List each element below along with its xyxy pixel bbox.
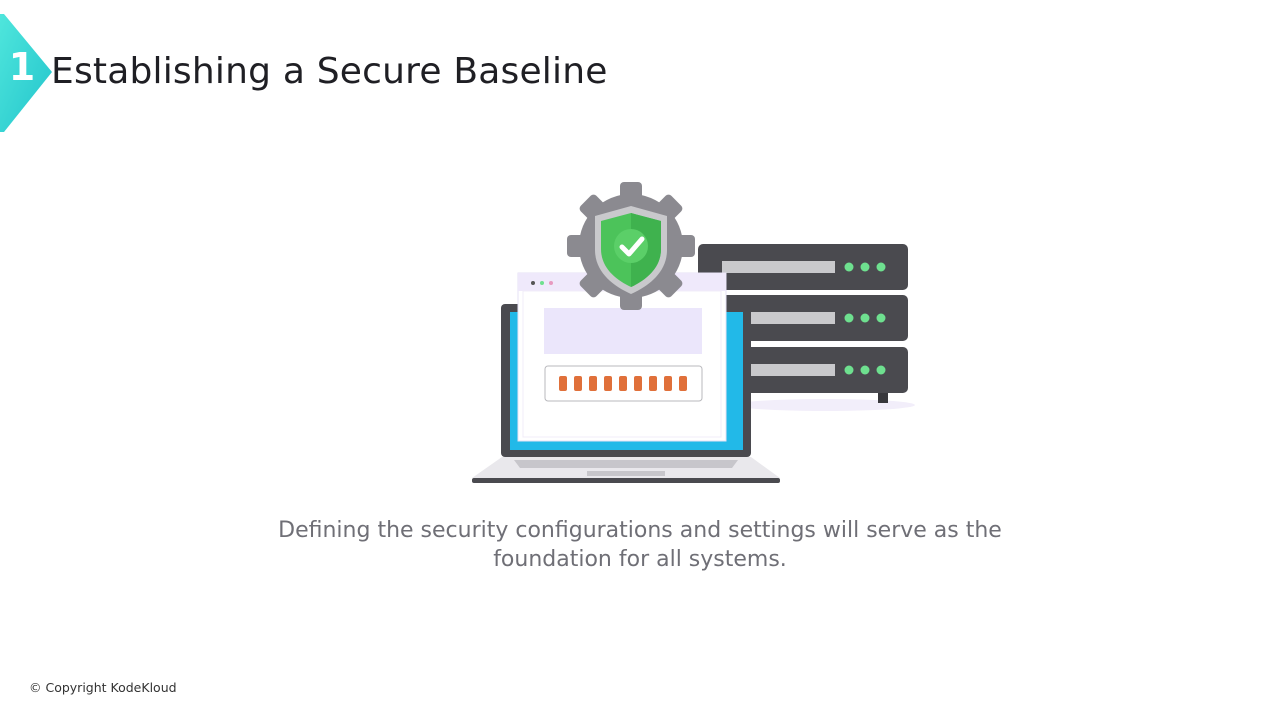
security-illustration-svg	[472, 182, 915, 483]
password-field-icon	[544, 365, 703, 402]
security-illustration	[460, 175, 920, 495]
slide-caption: Defining the security configurations and…	[278, 518, 1002, 572]
step-badge: 1	[0, 14, 56, 134]
copyright-footer: © Copyright KodeKloud	[29, 680, 177, 695]
shield-check-icon	[595, 206, 667, 294]
gear-icon	[567, 182, 695, 310]
step-badge-shape	[0, 14, 52, 132]
slide-title: Establishing a Secure Baseline	[51, 51, 608, 92]
step-number: 1	[8, 45, 36, 89]
